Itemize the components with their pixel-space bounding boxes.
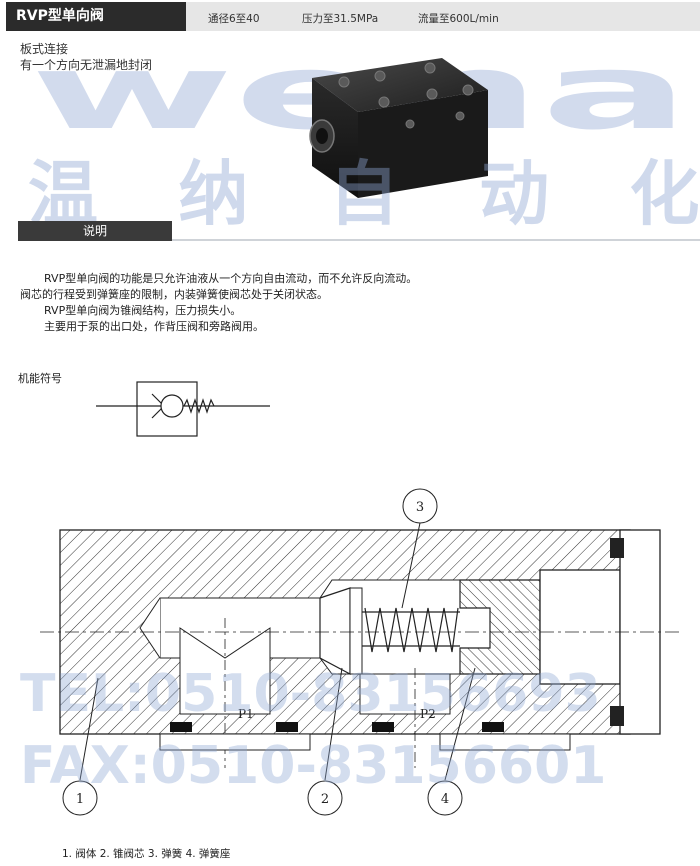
description-line: 主要用于泵的出口处，作背压阀和旁路阀用。 (44, 320, 264, 333)
spec-flow: 流量至600L/min (418, 13, 499, 25)
callout-4: 4 (441, 792, 449, 807)
spec-bore: 通径6至40 (208, 13, 260, 25)
callout-1: 1 (76, 792, 84, 807)
spec-strip: 通径6至40 压力至31.5MPa 流量至600L/min (186, 2, 700, 31)
section-divider (18, 239, 700, 241)
watermark-tel: TEL:0510-83156693 (20, 664, 601, 724)
port-label-p2: P2 (420, 707, 436, 721)
valve-section-drawing: P1 P2 3 1 2 4 (40, 488, 680, 816)
watermark-fax: FAX:0510-83156601 (20, 736, 607, 796)
mount-type-text: 板式连接 (20, 42, 69, 56)
callout-2: 2 (321, 792, 329, 807)
description-line: RVP型单向阀的功能是只允许油液从一个方向自由流动，而不允许反向流动。 (44, 272, 418, 285)
description-line: RVP型单向阀为锥阀结构，压力损失小。 (44, 304, 242, 317)
spec-pressure: 压力至31.5MPa (302, 13, 379, 25)
parts-legend: 1. 阀体 2. 锥阀芯 3. 弹簧 4. 弹簧座 (62, 848, 231, 860)
spring (362, 607, 460, 653)
section-title: 说明 (18, 221, 172, 241)
callout-3: 3 (416, 500, 424, 515)
valve-product-photo (309, 58, 488, 198)
feature-text: 有一个方向无泄漏地封闭 (20, 58, 153, 72)
check-valve-symbol (96, 381, 270, 437)
page-title: RVP型单向阀 (6, 2, 186, 31)
symbol-label: 机能符号 (18, 372, 62, 385)
description-line: 阀芯的行程受到弹簧座的限制，内装弹簧使阀芯处于关闭状态。 (20, 288, 328, 301)
port-label-p1: P1 (238, 707, 254, 721)
